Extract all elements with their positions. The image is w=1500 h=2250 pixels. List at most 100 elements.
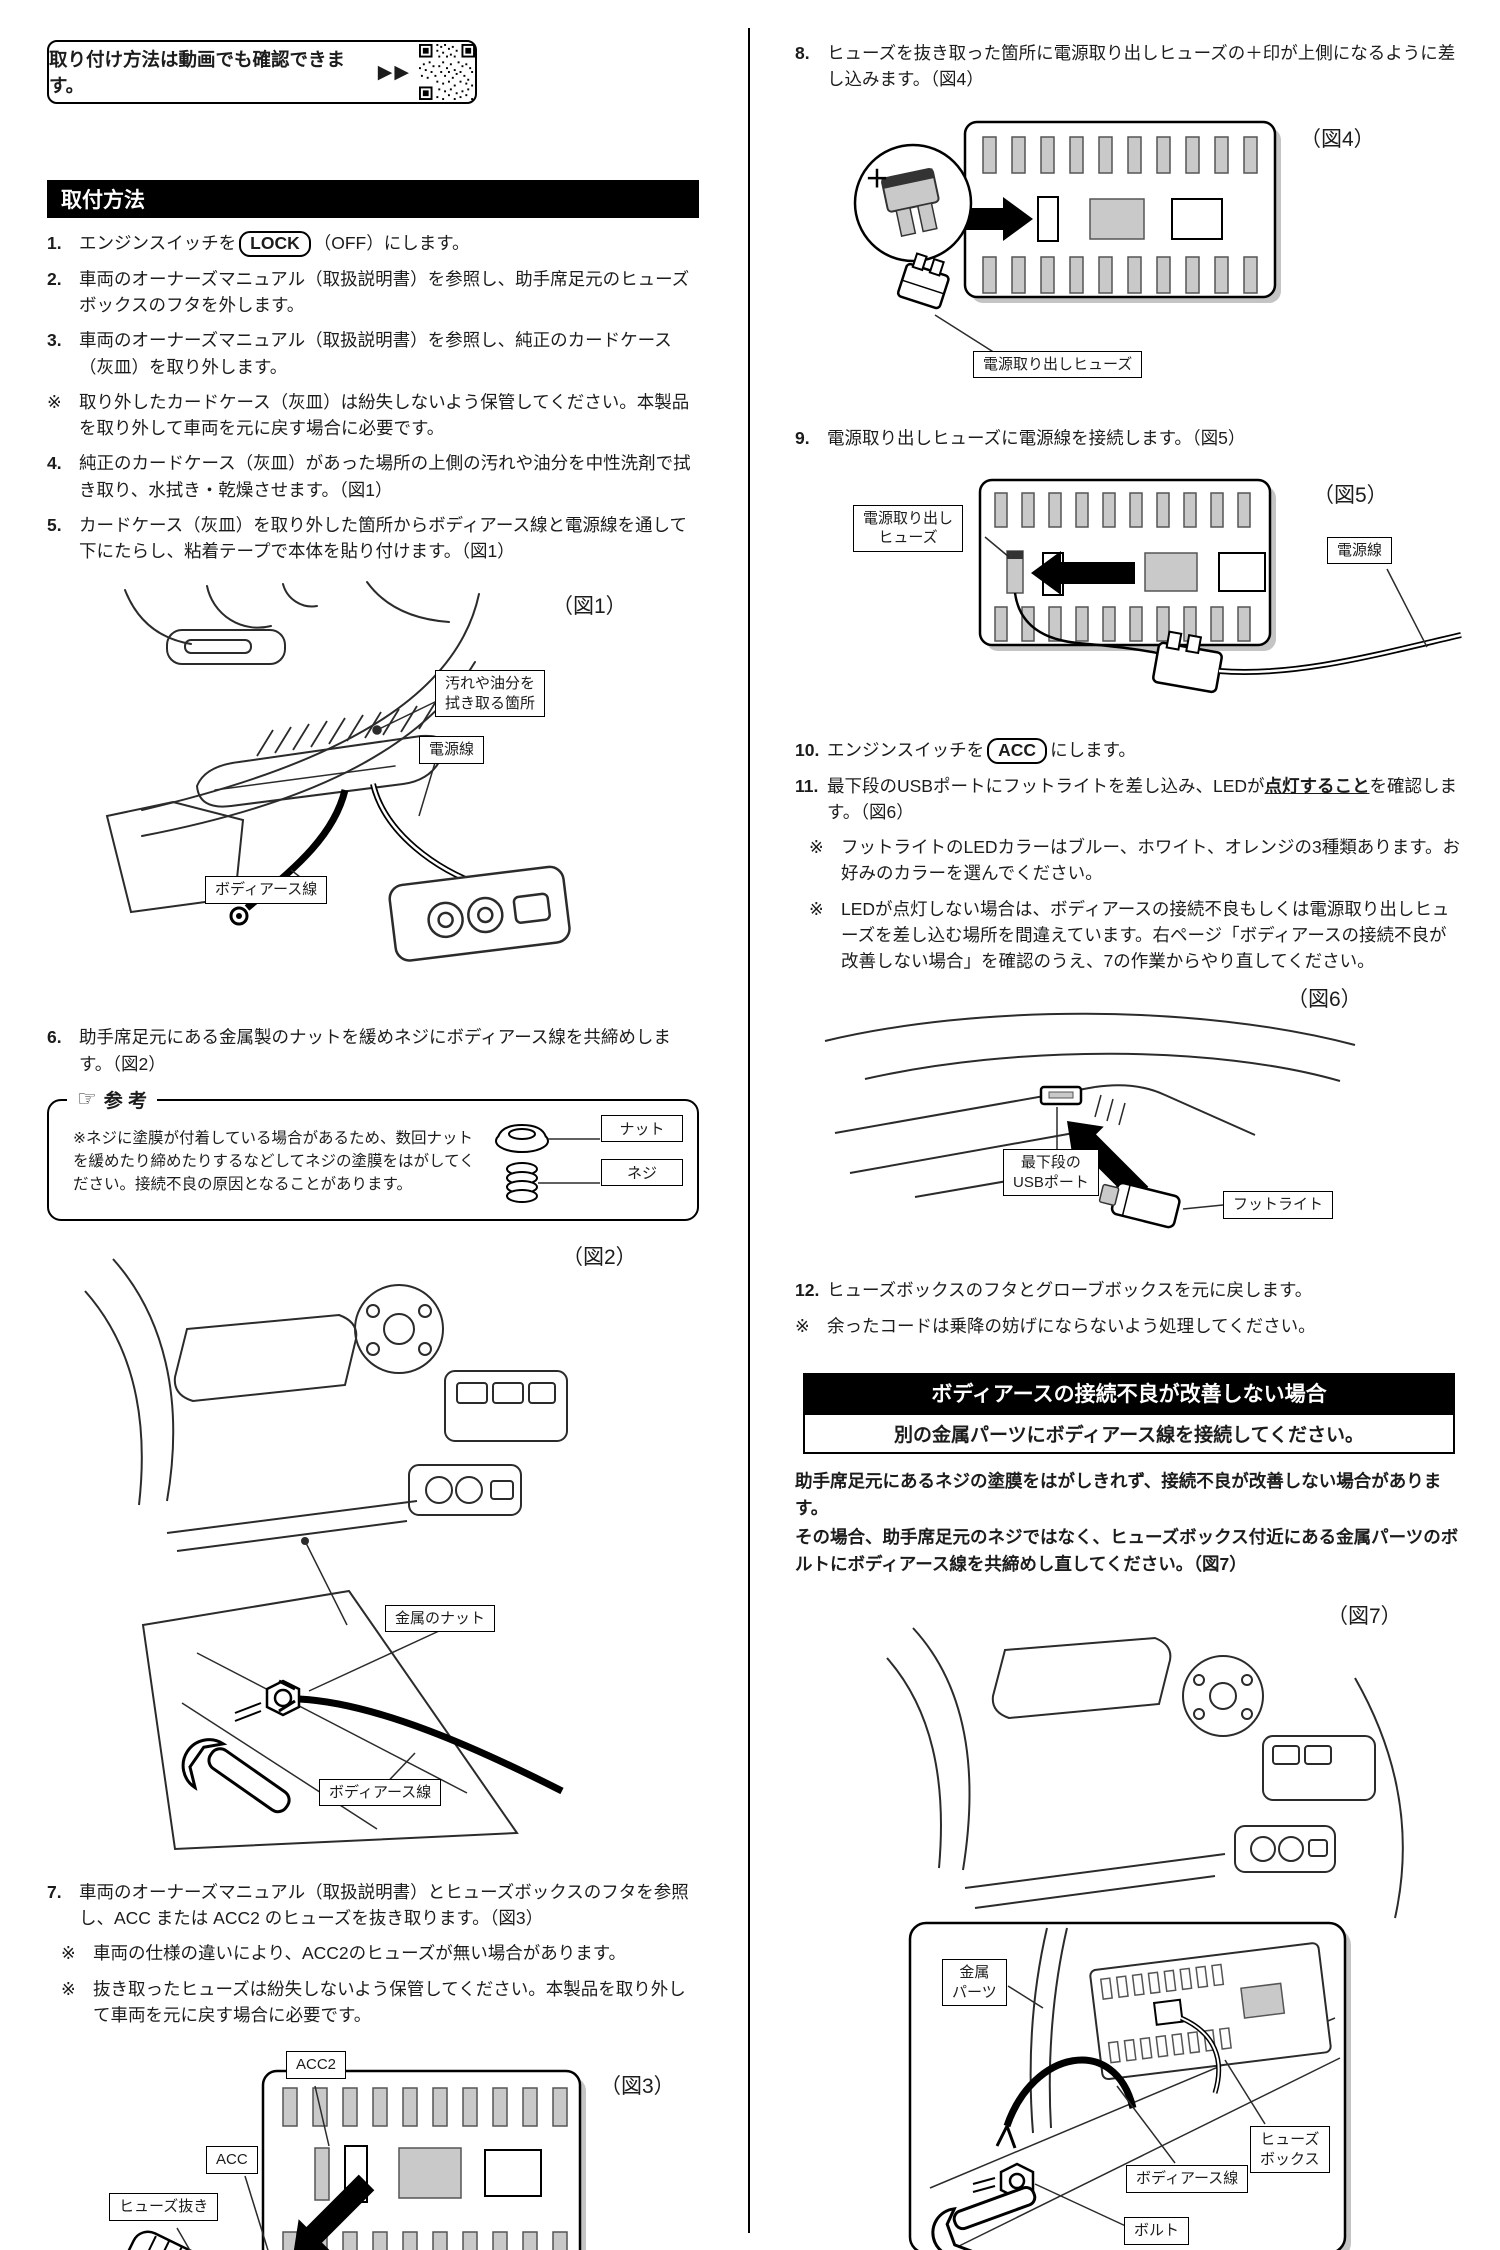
note-mark: ※ — [809, 837, 824, 858]
note-11b: ※ LEDが点灯しない場合は、ボディアースの接続不良もしくは電源取り出しヒューズ… — [795, 896, 1463, 975]
callout-wipe-area: 汚れや油分を 拭き取る箇所 — [435, 670, 546, 718]
note-text: 抜き取ったヒューズは紛失しないよう保管してください。本製品を取り外して車両を元に… — [93, 1978, 686, 2025]
footlight-plug-drawing — [1098, 1182, 1181, 1229]
figure-2-label: （図2） — [562, 1245, 637, 1269]
step-11-number: 11. — [795, 775, 819, 796]
step-2-number: 2. — [47, 268, 62, 289]
note-text: フットライトのLEDカラーはブルー、ホワイト、オレンジの3種類あります。お好みの… — [841, 837, 1460, 884]
step-1-post: （OFF）にします。 — [313, 233, 470, 253]
note-mark: ※ — [61, 1943, 76, 1964]
reference-text: ※ネジに塗膜が付着している場合があるため、数回ナットを緩めたり締めたりするなどし… — [73, 1129, 475, 1194]
figure-4-drawing: ＋ — [853, 120, 1281, 354]
video-banner-text: 取り付け方法は動画でも確認できます。 — [49, 49, 346, 96]
step-6: 6. 助手席足元にある金属製のナットを緩めネジにボディアース線を共締めします。（… — [47, 1024, 699, 1077]
section-title-install: 取付方法 — [47, 180, 699, 218]
note-text: 車両の仕様の違いにより、ACC2のヒューズが無い場合があります。 — [93, 1943, 627, 1964]
figure-1: （図1） 汚れや油分を 拭き取る箇所 電源線 ボディアース線 — [47, 578, 699, 980]
step-8: 8. ヒューズを抜き取った箇所に電源取り出しヒューズの＋印が上側になるように差し… — [795, 40, 1463, 93]
step-12-text: ヒューズボックスのフタとグローブボックスを元に戻します。 — [827, 1280, 1313, 1301]
wrench-icon — [931, 2186, 1037, 2250]
callout-usb-port: 最下段の USBポート — [1003, 1149, 1099, 1197]
callout-power-wire: 電源線 — [419, 736, 485, 764]
acc-keycap: ACC — [987, 737, 1048, 764]
step-8-text: ヒューズを抜き取った箇所に電源取り出しヒューズの＋印が上側になるように差し込みま… — [827, 43, 1456, 90]
note-mark: ※ — [61, 1978, 76, 1999]
note-7a: ※ 車両の仕様の違いにより、ACC2のヒューズが無い場合があります。 — [47, 1940, 699, 1966]
figure-1-drawing — [105, 581, 571, 963]
note-7b: ※ 抜き取ったヒューズは紛失しないよう保管してください。本製品を取り外して車両を… — [47, 1976, 699, 2029]
step-4-text: 純正のカードケース（灰皿）があった場所の上側の汚れや油分を中性洗剤で拭き取り、水… — [79, 453, 691, 500]
callout-fuse-box: ヒューズ ボックス — [1250, 2126, 1330, 2174]
remove-arrow-icon — [293, 2174, 375, 2250]
step-1-pre: エンジンスイッチを — [79, 233, 237, 253]
wipe-hatching — [256, 702, 436, 757]
fuse-puller-drawing — [126, 2230, 243, 2250]
reference-title-text: 参 考 — [103, 1090, 148, 1112]
step-3-text: 車両のオーナーズマニュアル（取扱説明書）を参照し、純正のカードケース（灰皿）を取… — [79, 330, 672, 377]
note-11a: ※ フットライトのLEDカラーはブルー、ホワイト、オレンジの3種類あります。お好… — [795, 834, 1463, 887]
figure-4-label: （図4） — [1300, 127, 1375, 151]
play-arrows-icon: ▶▶ — [377, 61, 411, 83]
note-12: ※ 余ったコードは乗降の妨げにならないよう処理してください。 — [795, 1313, 1463, 1339]
figure-3: ACC2 ACC ヒューズ抜き （図3） — [47, 2040, 699, 2250]
callout-footlight: フットライト — [1223, 1191, 1334, 1219]
step-8-number: 8. — [795, 43, 810, 63]
step-9-number: 9. — [795, 427, 810, 448]
step-6-number: 6. — [47, 1027, 62, 1048]
right-column: 8. ヒューズを抜き取った箇所に電源取り出しヒューズの＋印が上側になるように差し… — [795, 40, 1463, 2250]
nut-icon — [495, 1123, 549, 1153]
step-11-pre: 最下段のUSBポートにフットライトを差し込み、LEDが — [827, 775, 1265, 796]
step-3-number: 3. — [47, 330, 62, 351]
step-1-number: 1. — [47, 233, 62, 253]
step-2-text: 車両のオーナーズマニュアル（取扱説明書）を参照し、助手席足元のヒューズボックスの… — [79, 268, 690, 316]
section-title-ground-fix: ボディアースの接続不良が改善しない場合 — [803, 1372, 1455, 1413]
step-11: 11. 最下段のUSBポートにフットライトを差し込み、LEDが点灯することを確認… — [795, 773, 1463, 826]
figure-4: ＋ 電源取り出しヒューズ （図4） — [795, 107, 1463, 405]
step-5-number: 5. — [47, 514, 62, 535]
acc2-fuse — [314, 2147, 330, 2201]
ground-fix-paragraph-1: 助手席足元にあるネジの塗膜をはがしきれず、接続不良が改善しない場合があります。 — [795, 1470, 1442, 1518]
step-6-text: 助手席足元にある金属製のナットを緩めネジにボディアース線を共締めします。（図2） — [79, 1027, 671, 1074]
step-4-number: 4. — [47, 453, 62, 474]
insert-arrow-icon — [1067, 1121, 1149, 1203]
step-9-text: 電源取り出しヒューズに電源線を接続します。（図5） — [827, 427, 1246, 448]
power-tap-fuse-drawing — [881, 167, 940, 237]
figure-5-label: （図5） — [1313, 483, 1388, 507]
screw-icon — [506, 1161, 538, 1203]
step-5-text: カードケース（灰皿）を取り外した箇所からボディアース線と電源線を通して下にたらし… — [79, 514, 687, 562]
fuse-row-top — [982, 135, 1258, 174]
figure-6-drawing — [824, 1013, 1356, 1229]
video-banner: 取り付け方法は動画でも確認できます。 ▶▶ — [47, 40, 477, 104]
figure-2: （図2） 金属のナット ボディアース線 — [47, 1233, 699, 1853]
figure-7-drawing — [886, 1627, 1404, 2250]
note-text: LEDが点灯しない場合は、ボディアースの接続不良もしくは電源取り出しヒューズを差… — [841, 898, 1450, 972]
column-divider — [748, 28, 750, 2233]
step-12-number: 12. — [795, 1280, 820, 1301]
note-text: 余ったコードは乗降の妨げにならないよう処理してください。 — [827, 1315, 1316, 1336]
left-column: 取り付け方法は動画でも確認できます。 ▶▶ — [47, 40, 699, 2250]
nut-screw-drawing — [495, 1123, 600, 1203]
empty-fuse-slot — [1037, 195, 1059, 242]
fuse-row-top — [282, 2087, 568, 2127]
step-9: 9. 電源取り出しヒューズに電源線を接続します。（図5） — [795, 425, 1463, 451]
callout-power-tap-fuse: 電源取り出し ヒューズ — [853, 504, 964, 552]
wire-connector-drawing — [1152, 630, 1223, 693]
step-10-post: にします。 — [1050, 739, 1136, 760]
footlight-unit-drawing — [388, 866, 571, 963]
figure-2-drawing — [84, 1258, 568, 1850]
callout-power-wire: 電源線 — [1327, 536, 1393, 565]
note-text: 取り外したカードケース（灰皿）は紛失しないよう保管してください。本製品を取り外し… — [79, 391, 690, 439]
callout-acc: ACC — [206, 2146, 258, 2174]
callout-fuse-puller: ヒューズ抜き — [109, 2193, 219, 2221]
callout-metal-nut: 金属のナット — [385, 1604, 496, 1633]
note-mark: ※ — [795, 1315, 810, 1336]
ground-wire-drawing — [1003, 2056, 1137, 2128]
figure-5-drawing — [978, 478, 1462, 693]
figure-7: 金属 パーツ ボディアース線 ヒューズ ボックス ボルト （図7） — [795, 1588, 1463, 2250]
figure-1-label: （図1） — [552, 595, 627, 619]
step-3: 3. 車両のオーナーズマニュアル（取扱説明書）を参照し、純正のカードケース（灰皿… — [47, 327, 699, 380]
ground-fix-paragraph-2: その場合、助手席足元のネジではなく、ヒューズボックス付近にある金属パーツのボルト… — [795, 1527, 1459, 1575]
